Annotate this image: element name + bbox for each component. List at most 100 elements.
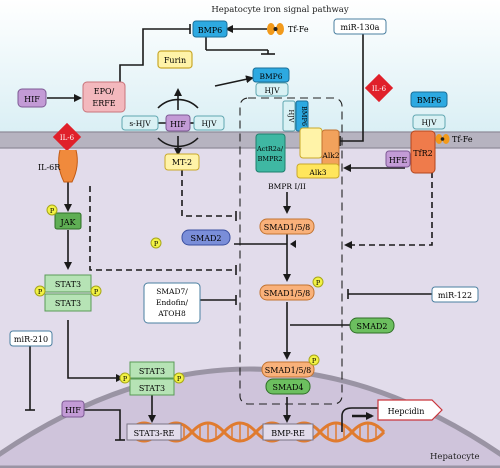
svg-text:STAT3: STAT3 [55, 280, 81, 289]
smad158-node-b: SMAD1/5/8 P [259, 276, 324, 301]
svg-text:MT-2: MT-2 [172, 158, 192, 167]
nucleus [0, 366, 500, 468]
svg-text:BMPR2: BMPR2 [258, 155, 283, 163]
svg-text:BMP6: BMP6 [300, 106, 308, 126]
svg-text:IL-6: IL-6 [60, 134, 75, 142]
svg-text:BMP6: BMP6 [259, 72, 282, 81]
stat3-re-element: STAT3-RE [126, 423, 182, 441]
svg-text:miR-210: miR-210 [14, 335, 48, 344]
svg-text:SMAD1/5/8: SMAD1/5/8 [265, 366, 312, 375]
svg-text:SMAD7/: SMAD7/ [156, 287, 188, 296]
diagram-title: Hepatocyte iron signal pathway [211, 5, 348, 15]
smad158-smad4-complex: SMAD1/5/8 P SMAD4 [261, 354, 320, 395]
hepcidin-node: Hepcidin [377, 399, 443, 421]
tfr2-receptor: TfR2 [410, 130, 436, 174]
phospho-icon [150, 237, 162, 249]
bmp6-node-right: BMP6 [410, 91, 448, 108]
stat3-dimer-b: STAT3 STAT3 P P [119, 361, 185, 396]
mir130a-node: miR-130a [333, 18, 387, 35]
furin-node: Furin [157, 50, 193, 69]
svg-text:s-HJV: s-HJV [129, 119, 151, 128]
svg-text:SMAD2: SMAD2 [357, 322, 388, 331]
tf-fe-label-right: Tf-Fe [452, 135, 473, 144]
hjv-node-right: HJV [412, 114, 446, 130]
transferrin-icon-right: Tf-Fe [435, 134, 473, 144]
svg-text:P: P [177, 375, 182, 383]
bmp6-node-top: BMP6 [192, 20, 228, 38]
svg-text:P: P [50, 207, 55, 215]
smad2-node-top: SMAD2 P [150, 229, 231, 249]
svg-text:STAT3: STAT3 [55, 299, 81, 308]
cell-membrane [0, 132, 500, 148]
bmpr-receptor-complex: HJV BMP6 ActR2a/ BMPR2 Alk2 Alk3 BMPR I/… [255, 100, 340, 191]
jak-node: JAK P [46, 204, 82, 230]
svg-text:HFE: HFE [389, 156, 408, 165]
svg-text:HIF: HIF [24, 95, 40, 104]
svg-text:ATOH8: ATOH8 [157, 309, 186, 318]
svg-text:P: P [316, 279, 321, 287]
transferrin-icon-top: Tf-Fe [267, 23, 309, 35]
svg-text:STAT3: STAT3 [139, 384, 165, 393]
svg-text:STAT3-RE: STAT3-RE [134, 429, 175, 438]
svg-text:HJV: HJV [202, 119, 218, 128]
svg-text:Alk2: Alk2 [321, 151, 339, 160]
tf-fe-label-top: Tf-Fe [288, 25, 309, 34]
transcription-box [239, 97, 343, 405]
phospho-icon [308, 354, 320, 366]
smad7-endofin-atoh8-node: SMAD7/ Endofin/ ATOH8 [143, 282, 201, 324]
bmp6-hjv-complex: BMP6 HJV [252, 67, 290, 97]
svg-text:miR-130a: miR-130a [341, 23, 380, 32]
svg-text:SMAD4: SMAD4 [273, 383, 304, 392]
hif-node-center: HIF [165, 114, 191, 132]
hfe-node: HFE [385, 150, 411, 168]
mir210-node: miR-210 [9, 330, 53, 347]
svg-text:P: P [94, 288, 99, 296]
svg-text:P: P [312, 357, 317, 365]
stat3-dimer-a: STAT3 STAT3 P P [34, 274, 102, 312]
svg-text:Hepcidin: Hepcidin [388, 407, 425, 416]
svg-text:BMP6: BMP6 [417, 96, 442, 105]
svg-text:EPO/: EPO/ [94, 87, 115, 96]
il6r-label: IL-6R [38, 163, 61, 172]
phospho-icon [119, 372, 131, 384]
svg-text:ERFE: ERFE [92, 99, 115, 108]
svg-text:JAK: JAK [60, 218, 77, 227]
svg-text:SMAD2: SMAD2 [191, 234, 222, 243]
connectors [25, 24, 433, 441]
s-hjv-node: s-HJV [121, 115, 159, 131]
svg-text:BMP-RE: BMP-RE [271, 429, 305, 438]
svg-text:HIF: HIF [170, 120, 186, 129]
svg-text:STAT3: STAT3 [139, 367, 165, 376]
svg-text:SMAD1/5/8: SMAD1/5/8 [264, 289, 311, 298]
svg-text:Alk3: Alk3 [308, 168, 326, 177]
svg-text:Furin: Furin [164, 56, 186, 65]
svg-text:ActR2a/: ActR2a/ [256, 145, 284, 153]
svg-text:P: P [154, 240, 159, 248]
svg-text:IL-6: IL-6 [372, 85, 387, 93]
svg-text:TfR2: TfR2 [413, 149, 432, 158]
svg-text:miR-122: miR-122 [438, 291, 472, 300]
il6-receptor: IL-6R [38, 149, 78, 183]
cell-label: Hepatocyte [430, 452, 480, 462]
svg-text:HJV: HJV [422, 118, 438, 127]
svg-text:HIF: HIF [65, 406, 81, 415]
hif-node-top: HIF [17, 88, 47, 108]
hjv-node-left: HJV [193, 115, 225, 131]
svg-text:HJV: HJV [265, 86, 281, 95]
hif-node-bottom: HIF [61, 400, 85, 418]
epo-erfe-node: EPO/ ERFE [82, 81, 126, 113]
phospho-icon [90, 285, 102, 297]
phospho-icon [312, 276, 324, 288]
phospho-icon [46, 204, 58, 216]
svg-text:P: P [123, 375, 128, 383]
bmpr-label: BMPR I/II [268, 182, 306, 191]
smad2-node-bottom: SMAD2 [349, 317, 395, 334]
phospho-icon [173, 372, 185, 384]
svg-text:SMAD1/5/8: SMAD1/5/8 [264, 223, 311, 232]
svg-text:Endofin/: Endofin/ [156, 298, 188, 307]
svg-text:BMP6: BMP6 [198, 26, 223, 35]
svg-text:P: P [38, 288, 43, 296]
mir122-node: miR-122 [431, 286, 479, 303]
smad158-node-a: SMAD1/5/8 [259, 218, 315, 235]
